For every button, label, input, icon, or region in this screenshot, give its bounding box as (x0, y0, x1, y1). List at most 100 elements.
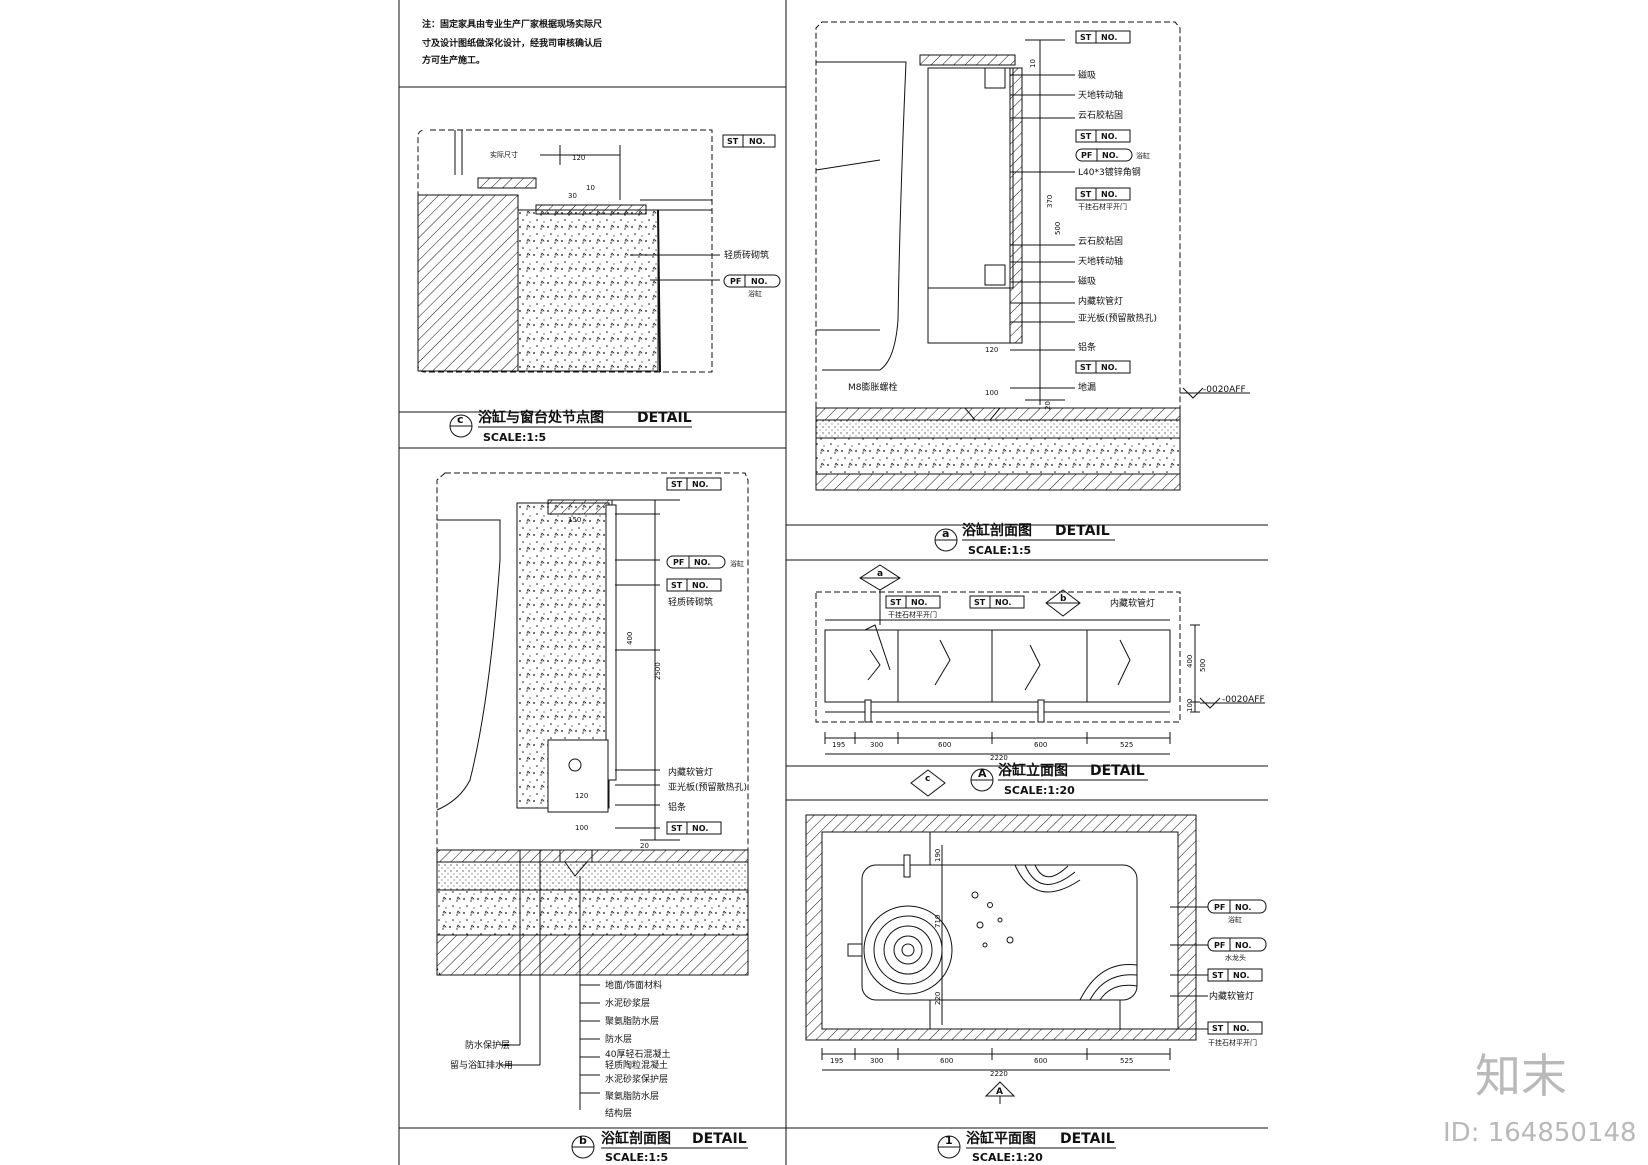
label-b-bathtub: 浴缸 (730, 559, 744, 568)
svg-text:A: A (996, 1087, 1003, 1097)
label-a-glue-bottom: 云石胶粘固 (1078, 235, 1123, 247)
svg-text:NO.: NO. (1101, 132, 1117, 141)
svg-text:PF: PF (673, 558, 684, 567)
label-b-light-brick: 轻质砖砌筑 (668, 596, 713, 608)
svg-text:ST: ST (974, 598, 986, 607)
label-a-hose-light: 内藏软管灯 (1078, 295, 1123, 307)
layer-8: 聚氨脂防水层 (605, 1090, 659, 1102)
svg-text:NO.: NO. (995, 598, 1011, 607)
svg-text:NO.: NO. (694, 558, 710, 567)
tag-pf-1a: PF NO. (1207, 899, 1267, 914)
dim-A-195: 195 (832, 741, 845, 749)
svg-text:ST: ST (671, 824, 683, 833)
detail-b-scale: SCALE:1:5 (605, 1151, 668, 1164)
layer-5: 40厚轻石混凝土 (605, 1048, 670, 1060)
label-a-matte-panel: 亚光板(预留散热孔) (1078, 312, 1157, 324)
label-a-level: -0020AFF (1203, 385, 1246, 395)
dim-A-500: 500 (1199, 659, 1207, 672)
door-cavity-a (927, 67, 1014, 289)
svg-text:NO.: NO. (692, 824, 708, 833)
label-A-stone-door: 干挂石材平开门 (888, 610, 937, 619)
tub-deck-stone (535, 204, 647, 215)
layer-4: 防水层 (605, 1033, 632, 1045)
construction-note: 注：固定家具由专业生产厂家根据现场实际尺 寸及设计图纸做深化设计，经我司审核确认… (422, 18, 602, 66)
svg-text:PF: PF (730, 277, 741, 286)
dim-b-2500: 2500 (654, 662, 662, 680)
dim-b-400: 400 (626, 632, 634, 645)
tag-st-A2: ST NO. (969, 595, 1025, 609)
label-a-glue-top: 云石胶粘固 (1078, 109, 1123, 121)
dim-1-600-1: 600 (940, 1057, 953, 1065)
note-line-3: 方可生产施工。 (422, 54, 485, 66)
layer-6: 轻质陶粒混凝土 (605, 1059, 668, 1071)
light-cavity-b (547, 739, 609, 813)
detail-c-symbol-letter: c (457, 413, 464, 426)
detail-b-title: 浴缸剖面图 (601, 1130, 671, 1147)
svg-text:NO.: NO. (751, 277, 767, 286)
label-1-faucet: 水龙头 (1225, 953, 1246, 962)
dim-A-400: 400 (1186, 655, 1194, 668)
deck-stone-b (547, 499, 613, 515)
svg-text:NO.: NO. (1101, 190, 1117, 199)
dim-1-600-2: 600 (1034, 1057, 1047, 1065)
label-a-aluminum-strip: 铝条 (1078, 341, 1096, 353)
svg-text:PF: PF (1214, 903, 1225, 912)
svg-text:ST: ST (890, 598, 902, 607)
svg-text:NO.: NO. (1101, 33, 1117, 42)
dim-1-710: 710 (934, 915, 942, 928)
detail-1-title-block: 1 浴缸平面图 DETAIL SCALE:1:20 (937, 1130, 1116, 1164)
svg-text:NO.: NO. (749, 137, 765, 146)
detail-1-suffix: DETAIL (1060, 1131, 1115, 1147)
detail-a-suffix: DETAIL (1055, 523, 1110, 539)
floor-structure-b (436, 934, 749, 976)
label-light-brick: 轻质砖砌筑 (724, 249, 769, 261)
stone-door-a (1009, 67, 1023, 344)
svg-text:NO.: NO. (1233, 1024, 1249, 1033)
deck-stone-a (919, 54, 1016, 66)
detail-1-scale: SCALE:1:20 (972, 1151, 1043, 1164)
dim-b-150: 150 (568, 516, 581, 524)
dim-a-370: 370 (1046, 195, 1054, 208)
svg-text:NO.: NO. (1101, 363, 1117, 372)
dim-b-120: 120 (575, 792, 588, 800)
label-a-bathtub: 浴缸 (1136, 151, 1150, 160)
detail-c-title: 浴缸与窗台处节点图 (478, 409, 604, 426)
tub-basin (861, 864, 1138, 1001)
svg-text:NO.: NO. (1233, 971, 1249, 980)
dim-1-300: 300 (870, 1057, 883, 1065)
svg-text:c: c (925, 774, 930, 784)
label-A-level: -0020AFF (1222, 695, 1265, 705)
floor-structure-a (815, 473, 1181, 491)
tag-pf-b: PF NO. (666, 555, 726, 569)
detail-a-title-block: a 浴缸剖面图 DETAIL SCALE:1:5 (934, 522, 1115, 557)
dim-1-190: 190 (934, 849, 942, 862)
svg-text:ST: ST (1212, 1024, 1224, 1033)
label-a-stone-door: 干挂石材平开门 (1078, 202, 1127, 211)
detail-A-bathtub-elevation: 195 300 600 600 525 2220 400 500 100 -00… (815, 564, 1265, 762)
svg-text:NO.: NO. (692, 480, 708, 489)
layer-7: 水泥砂浆保护层 (605, 1073, 668, 1085)
dim-actual-size: 实际尺寸 (490, 150, 518, 159)
label-a-anchor-bolt: M8膨胀螺栓 (848, 381, 898, 393)
label-1-hose-light: 内藏软管灯 (1209, 990, 1254, 1002)
floor-screed-a (815, 419, 1181, 439)
svg-text:NO.: NO. (1235, 903, 1251, 912)
detail-c-suffix: DETAIL (637, 410, 692, 426)
label-a-floor-drain: 地漏 (1078, 381, 1096, 393)
dim-1-525: 525 (1120, 1057, 1133, 1065)
layer-3: 聚氨脂防水层 (605, 1015, 659, 1027)
wall-hatch (417, 194, 519, 372)
detail-b-suffix: DETAIL (692, 1131, 747, 1147)
layer-9: 结构层 (605, 1107, 632, 1119)
dim-a-120: 120 (985, 346, 998, 354)
label-1-stone-door: 干挂石材平开门 (1208, 1038, 1257, 1047)
detail-1-symbol-letter: 1 (945, 1134, 953, 1147)
label-bathtub: 浴缸 (748, 289, 762, 298)
